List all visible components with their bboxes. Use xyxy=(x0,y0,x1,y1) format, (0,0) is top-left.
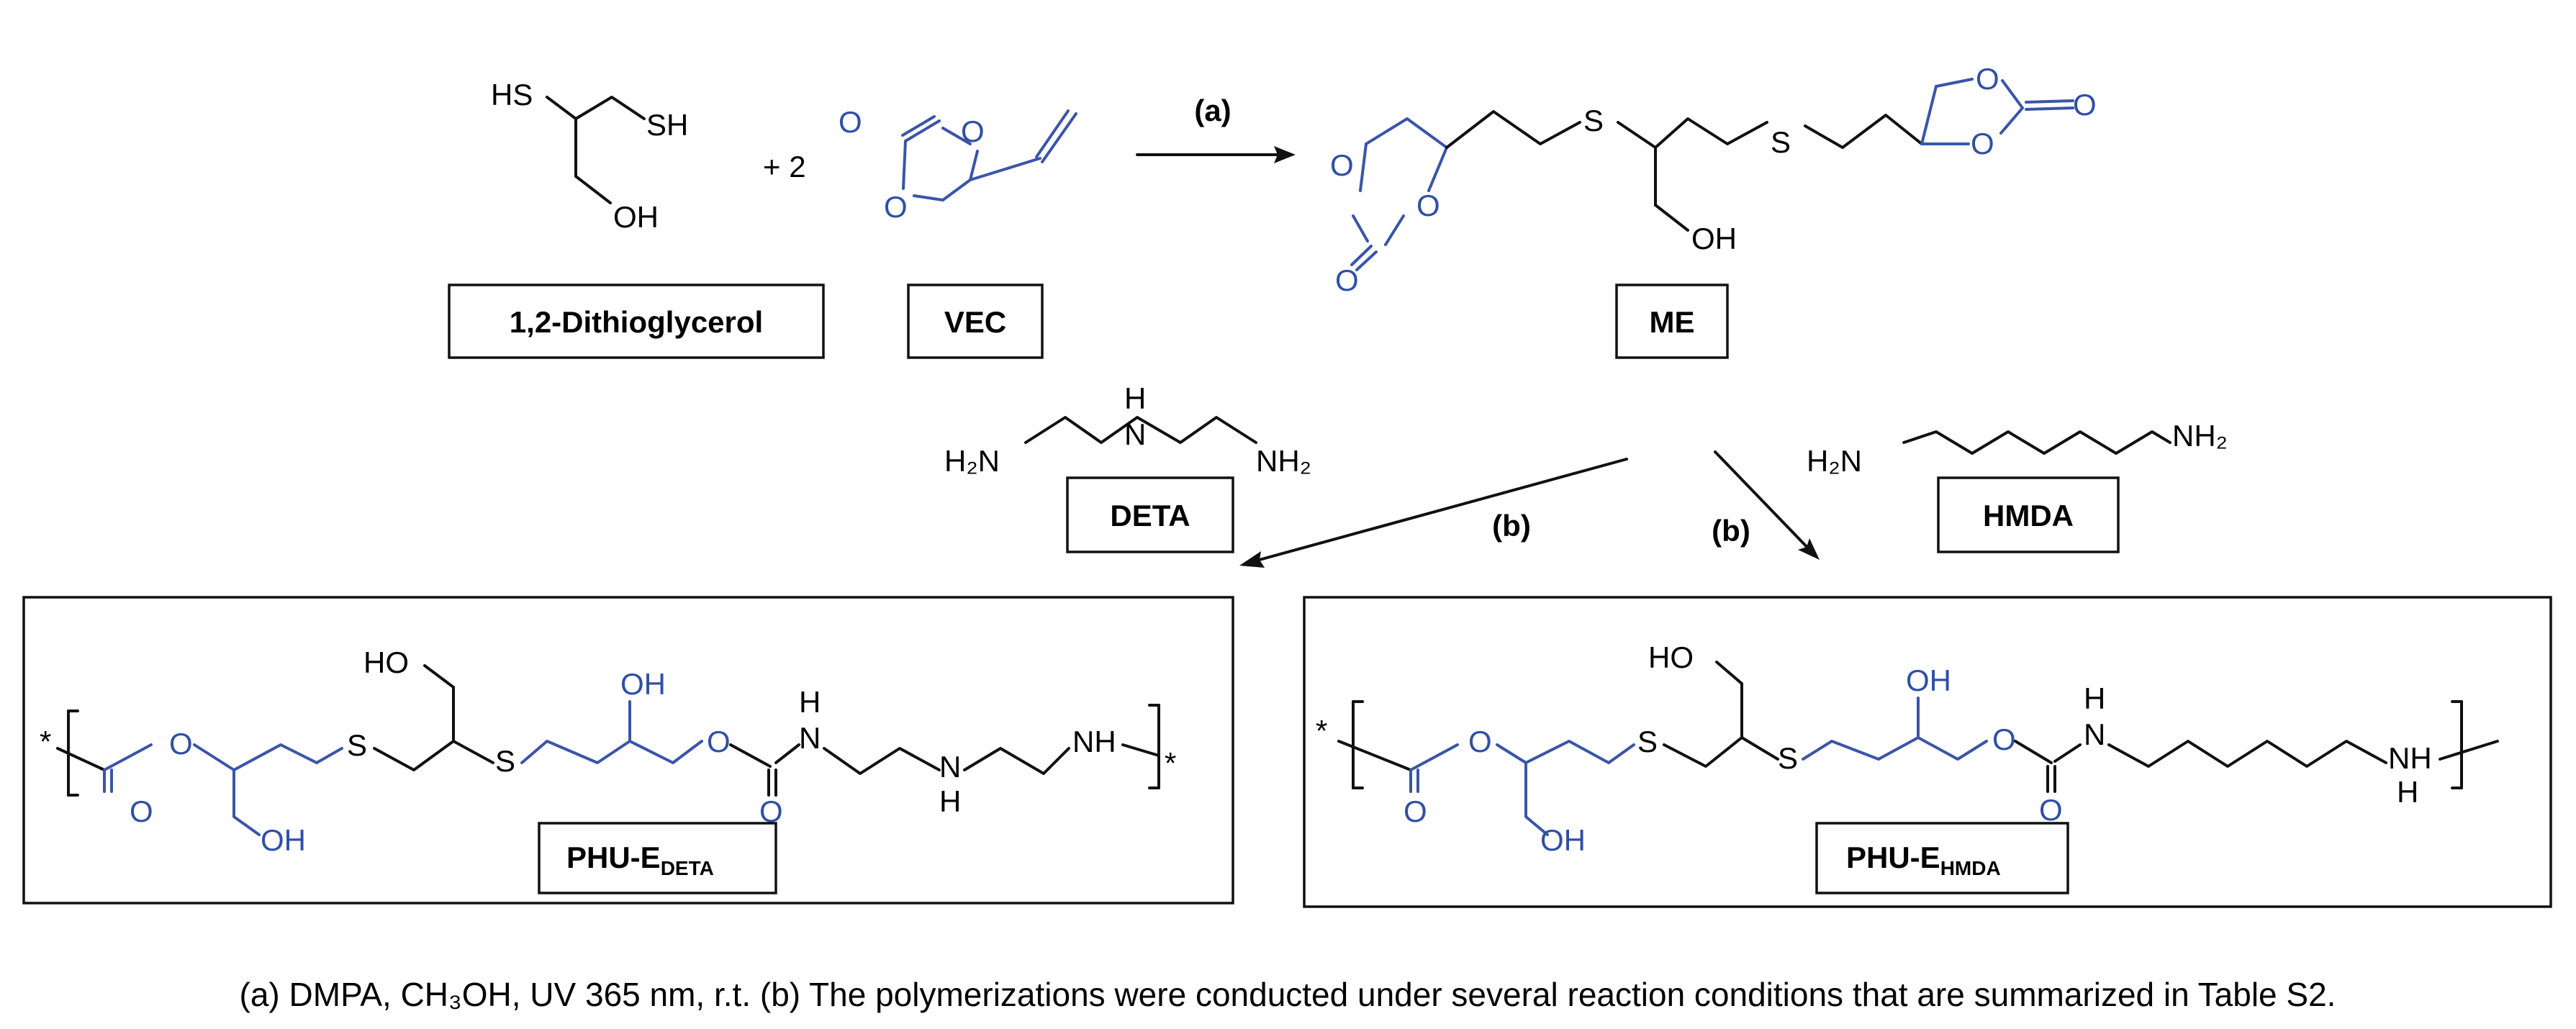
oh-label: OH xyxy=(613,200,659,234)
hmda-oh2: OH xyxy=(1906,663,1951,697)
phu-e-deta-label-box xyxy=(538,822,777,894)
deta-nh2: NH₂ xyxy=(1256,444,1311,478)
deta-s2: S xyxy=(495,744,515,778)
deta-oh1: OH xyxy=(261,823,306,857)
step-b-right-label: (b) xyxy=(1712,514,1750,548)
me-right-o1: O xyxy=(1976,62,1999,96)
hmda-nh-end-n: NH xyxy=(2388,741,2432,775)
deta-h: H xyxy=(1124,381,1146,415)
hmda-h2n: H₂N xyxy=(1807,444,1862,478)
me-label: ME xyxy=(1650,305,1695,339)
me-label-box xyxy=(1615,284,1729,359)
me-structure: O O O S S OH O O O xyxy=(1330,62,2097,297)
arrow-a xyxy=(1136,146,1296,163)
phu-e-deta-label: PHU-EDETA xyxy=(566,840,714,879)
deta-carb-o1: O xyxy=(130,794,153,828)
phu-e-deta-panel xyxy=(22,596,1234,905)
me-oh: OH xyxy=(1691,222,1737,255)
hmda-carb-o2: O xyxy=(2039,793,2063,827)
deta-label: DETA xyxy=(1110,499,1190,532)
me-s2: S xyxy=(1771,125,1791,159)
vec-label-box xyxy=(907,284,1044,359)
hmda-nh-end-h: H xyxy=(2397,775,2418,809)
phu-e-hmda-label: PHU-EHMDA xyxy=(1846,840,2001,879)
hmda-s1: S xyxy=(1637,725,1658,758)
deta-ester-o: O xyxy=(169,727,193,761)
deta-nh-end: NH xyxy=(1072,725,1116,758)
dithioglycerol-label-box xyxy=(448,284,825,359)
hmda-carb-o1: O xyxy=(1404,794,1427,828)
hmda-star-left: * xyxy=(1316,714,1327,748)
deta-nh-h1: H xyxy=(799,685,821,719)
deta-nh-n1: N xyxy=(799,721,821,755)
hs-label: HS xyxy=(491,78,533,112)
hmda-oh1: OH xyxy=(1540,823,1586,857)
step-a-label: (a) xyxy=(1194,94,1231,127)
deta-nh-n2: N xyxy=(939,750,961,784)
hmda-label-box xyxy=(1937,476,2120,553)
vec-carbonyl-o: O xyxy=(839,105,862,139)
deta-s1: S xyxy=(347,728,367,762)
deta-structure: H₂N H N NH₂ xyxy=(944,381,1311,478)
vec-structure: O O O xyxy=(839,105,1077,224)
deta-n: N xyxy=(1124,417,1146,451)
vec-label: VEC xyxy=(944,305,1006,339)
dithioglycerol-label: 1,2-Dithioglycerol xyxy=(510,305,763,339)
deta-star-left: * xyxy=(40,725,51,758)
dithioglycerol-structure: HS SH OH xyxy=(491,78,688,234)
phu-e-hmda-structure: * O O OH S HO S OH O O H N NH H xyxy=(1316,640,2499,857)
me-right-o2: O xyxy=(1971,127,1994,160)
hmda-nh-n1: N xyxy=(2084,717,2105,751)
deta-ho: HO xyxy=(363,645,409,679)
vec-ring-o1: O xyxy=(961,114,985,148)
deta-h2n: H₂N xyxy=(944,444,1000,478)
me-left-o3: O xyxy=(1335,263,1359,297)
hmda-structure: H₂N NH₂ xyxy=(1807,419,2228,478)
phu-e-deta-structure: * O O OH S HO S OH O O H N N H NH xyxy=(40,645,1176,857)
plus-two: + 2 xyxy=(763,150,806,183)
me-right-o3: O xyxy=(2073,88,2097,122)
me-left-o2: O xyxy=(1416,189,1440,222)
hmda-nh2: NH₂ xyxy=(2172,419,2228,453)
deta-label-box xyxy=(1066,476,1234,553)
deta-oh2: OH xyxy=(620,667,666,701)
hmda-ester-o2: O xyxy=(1992,722,2016,756)
scheme-caption: (a) DMPA, CH₃OH, UV 365 nm, r.t. (b) The… xyxy=(240,976,2336,1013)
phu-e-hmda-label-box xyxy=(1815,822,2069,894)
me-left-o1: O xyxy=(1330,148,1354,182)
deta-nh-h2: H xyxy=(939,784,961,818)
vec-ring-o2: O xyxy=(884,190,908,224)
step-b-left-label: (b) xyxy=(1492,509,1531,543)
hmda-label: HMDA xyxy=(1983,499,2074,532)
deta-star-right: * xyxy=(1165,746,1176,780)
me-s1: S xyxy=(1583,104,1604,137)
hmda-s2: S xyxy=(1778,741,1798,775)
arrow-b-left xyxy=(1239,458,1628,568)
sh-label: SH xyxy=(646,108,688,142)
hmda-ho: HO xyxy=(1648,640,1694,674)
phu-e-hmda-panel xyxy=(1303,596,2552,908)
hmda-nh-h1: H xyxy=(2084,681,2105,715)
deta-ester-o2: O xyxy=(707,725,731,758)
hmda-ester-o: O xyxy=(1468,725,1492,758)
arrow-b-right xyxy=(1714,450,1820,560)
